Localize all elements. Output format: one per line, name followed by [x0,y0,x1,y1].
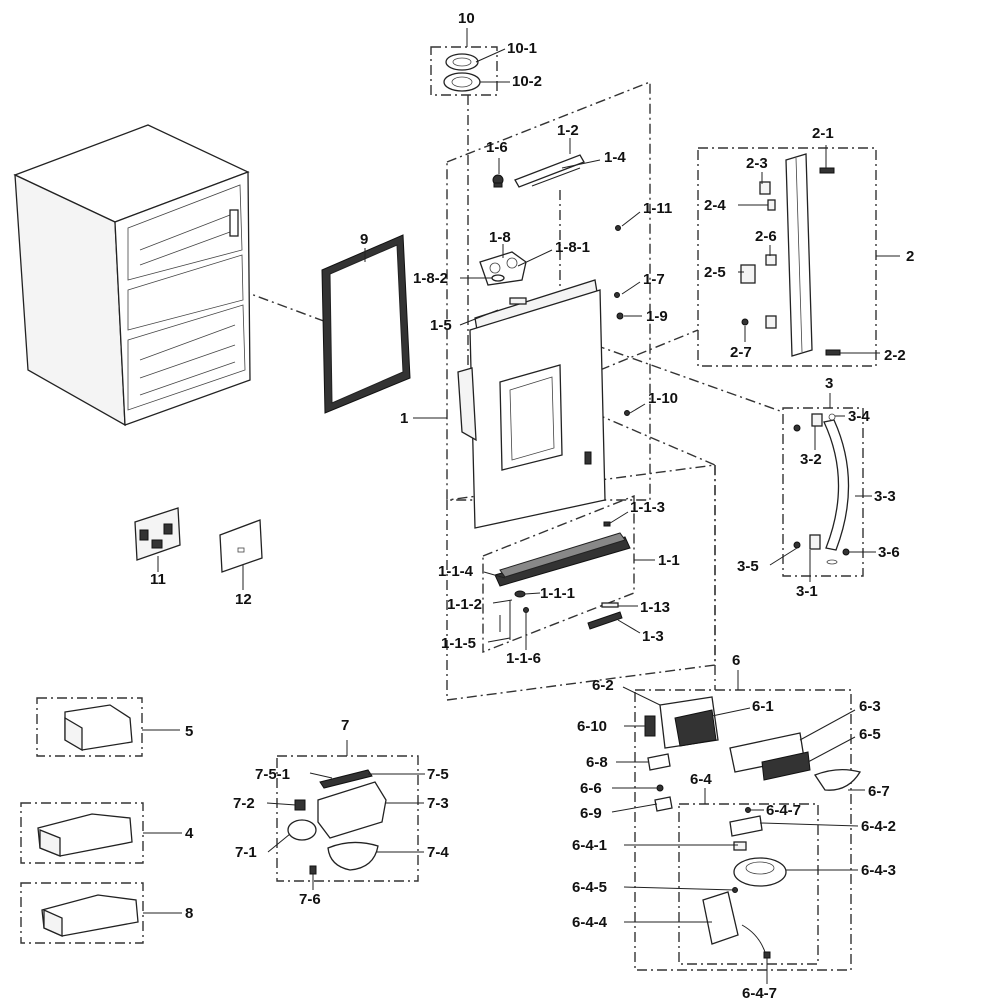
callout-2-5: 2-5 [704,264,726,281]
callout-6-10: 6-10 [577,718,608,735]
callout-7-5: 7-5 [427,766,449,783]
callout-6-7: 6-7 [868,783,890,800]
cap-parts [443,53,481,92]
callout-1-13: 1-13 [640,599,671,616]
callout-12: 12 [235,591,252,608]
callout-1-1-4: 1-1-4 [438,563,474,580]
callout-6-4-7-top: 6-4-7 [766,802,802,819]
callout-6-3: 6-3 [859,698,881,715]
group-boundaries [20,46,877,971]
callout-6-6: 6-6 [580,780,602,797]
callout-3-1: 3-1 [796,583,818,600]
callout-3-6: 3-6 [878,544,900,561]
callout-2-2: 2-2 [884,347,906,364]
callout-10-1: 10-1 [507,40,538,57]
callout-2-7: 2-7 [730,344,752,361]
refrigerator-cabinet [13,124,251,427]
callout-1-1-2: 1-1-2 [447,596,483,613]
callout-6-4-3: 6-4-3 [861,862,897,879]
callout-1-11: 1-11 [643,200,673,217]
callout-1-8-2: 1-8-2 [413,270,449,287]
callout-1-4: 1-4 [604,149,626,166]
door-bins [37,704,139,938]
callout-6-4-5: 6-4-5 [572,879,608,896]
callout-2: 2 [906,248,915,265]
callout-2-4: 2-4 [704,197,726,214]
callout-1-8: 1-8 [489,229,511,246]
callout-7-2: 7-2 [233,795,255,812]
callout-1-9: 1-9 [646,308,668,325]
callout-1-2: 1-2 [557,122,579,139]
callout-1-1-6: 1-1-6 [506,650,542,667]
callout-6-2: 6-2 [592,677,614,694]
callout-6-1: 6-1 [752,698,774,715]
callout-7-1: 7-1 [235,844,257,861]
callout-1-8-1: 1-8-1 [555,239,591,256]
callout-3-3: 3-3 [874,488,896,505]
callout-7-3: 7-3 [427,795,449,812]
callout-11: 11 [150,571,166,588]
callout-8: 8 [185,905,194,922]
callout-1-10: 1-10 [648,390,679,407]
callout-1-1-3: 1-1-3 [630,499,666,516]
callout-7-4: 7-4 [427,844,449,861]
callout-3: 3 [825,375,834,392]
callout-1-7: 1-7 [643,271,665,288]
callout-6-4-7-bottom: 6-4-7 [742,985,778,1002]
callout-6-5: 6-5 [859,726,881,743]
callout-6-4: 6-4 [690,771,712,788]
callout-2-1: 2-1 [812,125,834,142]
callout-1-3: 1-3 [642,628,664,645]
callout-6-4-2: 6-4-2 [861,818,897,835]
callout-6-4-4: 6-4-4 [572,914,608,931]
door-panel [457,279,606,529]
callout-3-2: 3-2 [800,451,822,468]
callout-1-1-1: 1-1-1 [540,585,576,602]
callout-5: 5 [185,723,194,740]
callout-3-4: 3-4 [848,408,870,425]
callout-10-2: 10-2 [512,73,543,90]
callout-1: 1 [400,410,409,427]
callout-7: 7 [341,717,350,734]
callout-6: 6 [732,652,741,669]
callout-1-1-5: 1-1-5 [441,635,477,652]
callout-10: 10 [458,10,475,27]
callout-9: 9 [360,231,369,248]
callout-1-1: 1-1 [658,552,680,569]
callout-6-8: 6-8 [586,754,608,771]
dispenser-module-assembly [644,696,861,959]
callout-6-4-1: 6-4-1 [572,837,608,854]
cover-panels [134,507,263,573]
door-top-parts [479,154,630,416]
callout-1-6: 1-6 [486,139,508,156]
hinge-assembly [740,153,841,357]
callout-2-6: 2-6 [755,228,777,245]
callout-2-3: 2-3 [746,155,768,172]
leader-lines [142,28,900,984]
callout-3-5: 3-5 [737,558,759,575]
callout-1-5: 1-5 [430,317,452,334]
callout-4: 4 [185,825,194,842]
ice-bucket-assembly [287,769,387,875]
handle-assembly [793,413,850,565]
door-gasket [321,234,411,414]
dispenser-panel-assembly [494,521,631,640]
callout-7-6: 7-6 [299,891,321,908]
callout-6-9: 6-9 [580,805,602,822]
callout-7-5-1: 7-5-1 [255,766,291,783]
